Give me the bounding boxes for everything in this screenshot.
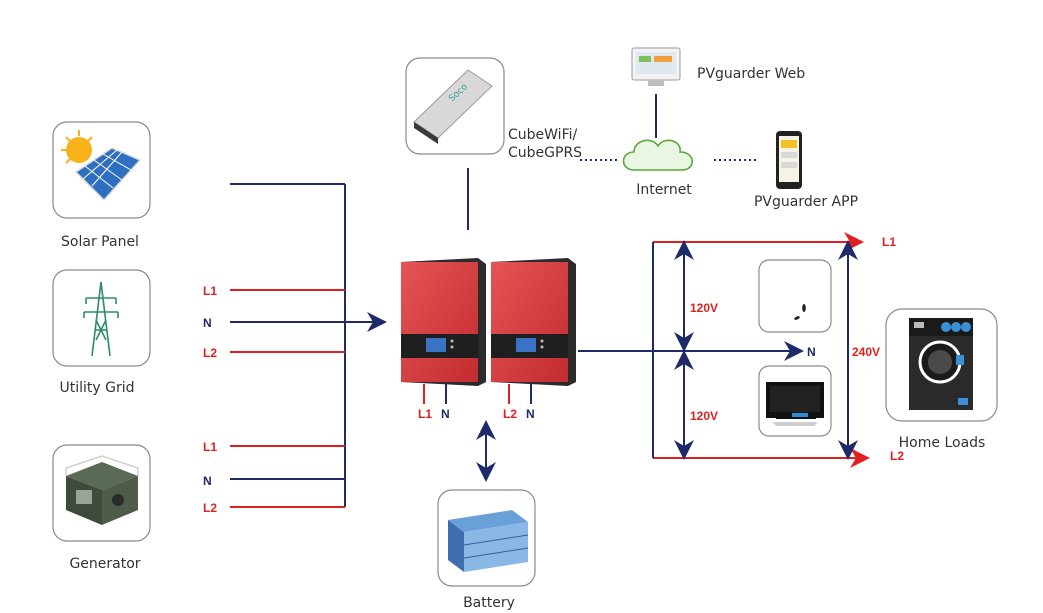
- inverter-right: [491, 258, 576, 386]
- socket-icon: [794, 304, 806, 320]
- inv-left-n-label: N: [441, 407, 450, 421]
- home-loads: [885, 308, 998, 422]
- inv-right-l2-label: L2: [503, 407, 517, 421]
- transmission-tower-icon: [83, 281, 119, 357]
- v1-label: 120V: [690, 301, 718, 315]
- wifi-stick-icon: Soco: [413, 69, 493, 144]
- battery-label: Battery: [463, 595, 515, 611]
- app-label: PVguarder APP: [754, 194, 858, 210]
- cube-module: Soco: [405, 57, 505, 155]
- socket-load: [758, 259, 832, 333]
- utility-grid-label: Utility Grid: [59, 380, 134, 396]
- tv-icon: [766, 382, 824, 426]
- gen-n-label: N: [203, 474, 212, 488]
- web-label: PVguarder Web: [697, 66, 805, 82]
- solar-panel-label: Solar Panel: [61, 234, 139, 250]
- monitor-icon: [631, 47, 681, 86]
- grid-n-label: N: [203, 316, 212, 330]
- output-l2-label: L2: [890, 449, 904, 463]
- output-l1-label: L1: [882, 235, 896, 249]
- inv-right-n-label: N: [526, 407, 535, 421]
- cloud-icon: [622, 139, 694, 171]
- output-n-label: N: [807, 345, 816, 359]
- battery: [437, 489, 536, 587]
- generator-icon: [65, 455, 139, 525]
- internet-label: Internet: [636, 182, 692, 198]
- gen-l1-label: L1: [203, 440, 217, 454]
- generator-label: Generator: [69, 556, 140, 572]
- utility-grid-frame: [52, 269, 151, 367]
- washing-machine-icon: [909, 318, 973, 410]
- inverter-left: [401, 258, 486, 386]
- grid-l1-label: L1: [203, 284, 217, 298]
- solar-panel-icon: [61, 130, 142, 202]
- socket-frame: [758, 259, 832, 333]
- utility-grid: [52, 269, 151, 367]
- inv-left-l1-label: L1: [418, 407, 432, 421]
- gen-l2-label: L2: [203, 501, 217, 515]
- tv-load: [758, 365, 832, 437]
- home-loads-label: Home Loads: [899, 435, 986, 451]
- grid-l2-label: L2: [203, 346, 217, 360]
- cubewifi-label: CubeWiFi/: [508, 127, 577, 143]
- battery-icon: [448, 510, 529, 572]
- inverter-left-screen: [426, 338, 446, 352]
- phone-icon: [776, 131, 802, 189]
- inverter-right-screen: [516, 338, 536, 352]
- generator: [52, 444, 151, 542]
- cubegprs-label: CubeGPRS: [508, 145, 582, 161]
- solar-panel: [52, 121, 151, 219]
- v3-label: 240V: [852, 345, 880, 359]
- v2-label: 120V: [690, 409, 718, 423]
